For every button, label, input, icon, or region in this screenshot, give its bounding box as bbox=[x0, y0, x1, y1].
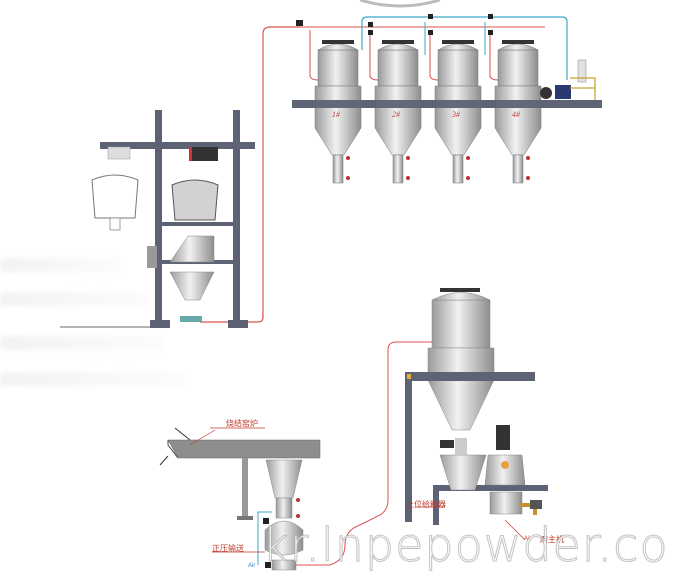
pressure-vessel bbox=[265, 459, 303, 499]
mill-pressure-line bbox=[290, 341, 432, 566]
bulk-bag bbox=[171, 179, 219, 221]
receiver-label-1: 1# bbox=[332, 110, 340, 119]
air-inlet-label-right: Air bbox=[524, 536, 532, 542]
kiln-label: 烧结窑炉 bbox=[226, 419, 258, 428]
receiver-label-2: 2# bbox=[392, 110, 400, 119]
mill-support-beam bbox=[405, 372, 535, 381]
control-box bbox=[147, 246, 157, 268]
air-inlet-label-left: Air bbox=[248, 563, 256, 569]
faded-text-line bbox=[0, 372, 185, 386]
pressure-line bbox=[200, 26, 300, 323]
faded-text-line bbox=[0, 336, 165, 350]
watermark: kr.lnpepowder.com bbox=[261, 518, 673, 573]
top-shadow-arc bbox=[359, 0, 441, 8]
faded-text-line bbox=[0, 292, 150, 306]
mill-label: 磨主机 bbox=[540, 535, 564, 544]
feeder-label: 上位给料器 bbox=[406, 500, 446, 509]
mill-body bbox=[484, 454, 526, 486]
valve-icons bbox=[296, 14, 493, 35]
receiver-vessels bbox=[314, 40, 542, 184]
mill-motor-icon bbox=[496, 425, 510, 450]
positive-pressure-label: 正压输送 bbox=[212, 544, 244, 553]
mill-receiver bbox=[427, 288, 495, 431]
faded-text-line bbox=[0, 258, 120, 272]
bulk-bag-outline bbox=[91, 174, 139, 219]
sintering-kiln bbox=[167, 439, 321, 459]
receiver-label-3: 3# bbox=[452, 110, 460, 119]
air-header bbox=[361, 16, 568, 80]
hoist-icon bbox=[190, 147, 218, 161]
discharge-hopper bbox=[169, 235, 215, 263]
vacuum-pump-icon bbox=[540, 59, 596, 100]
receiver-label-4: 4# bbox=[512, 110, 520, 119]
